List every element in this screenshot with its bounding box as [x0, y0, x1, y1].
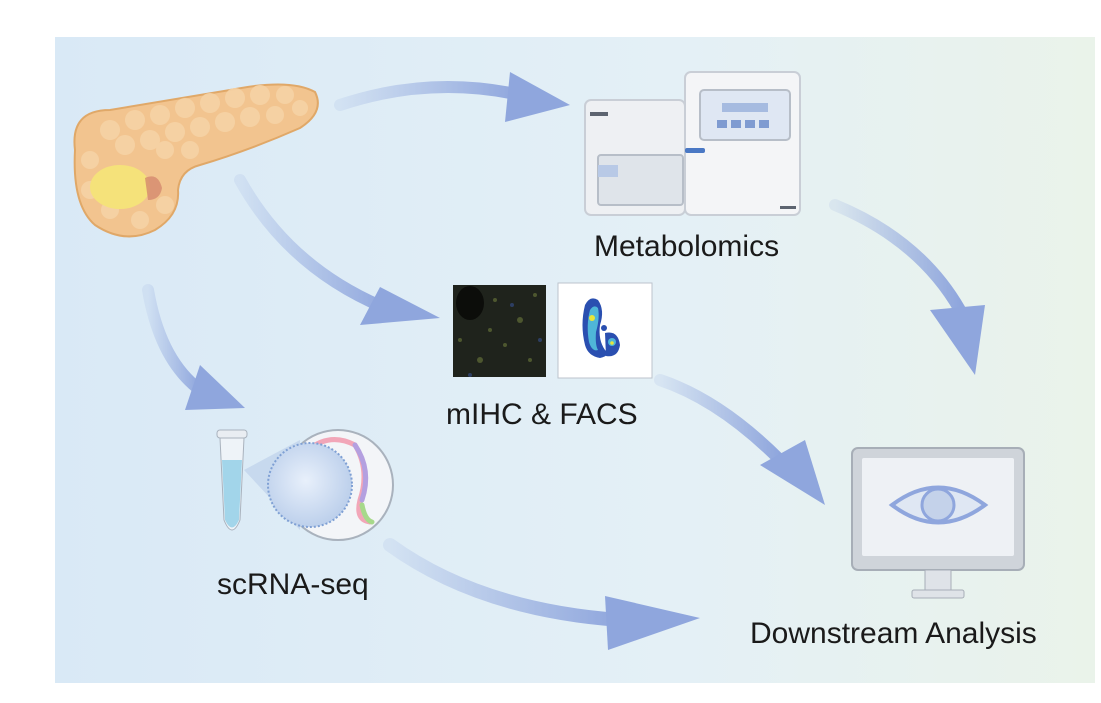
pancreas-illustration — [73, 83, 319, 238]
arrow-pancreas-to-mihc — [234, 174, 440, 325]
arrow-metabolomics-to-analysis — [829, 199, 985, 375]
arrow-scrna-to-analysis — [383, 538, 700, 650]
mass-spectrometer-illustration — [584, 71, 801, 216]
arrow-pancreas-to-scrna — [142, 284, 245, 410]
tumor-region — [90, 165, 150, 209]
downstream-analysis-label: Downstream Analysis — [750, 617, 1037, 650]
monitor-illustration — [851, 447, 1025, 599]
sample-tube-illustration — [216, 429, 248, 531]
arrow-pancreas-to-metabolomics — [334, 72, 570, 122]
facs-plot — [557, 282, 653, 379]
arrow-mihc-to-analysis — [654, 374, 825, 505]
cell-magnified-illustration — [244, 429, 394, 541]
metabolomics-label: Metabolomics — [594, 230, 780, 263]
mihc-facs-label: mIHC & FACS — [446, 398, 638, 431]
scrna-seq-label: scRNA-seq — [217, 568, 369, 601]
mihc-image — [453, 285, 546, 377]
